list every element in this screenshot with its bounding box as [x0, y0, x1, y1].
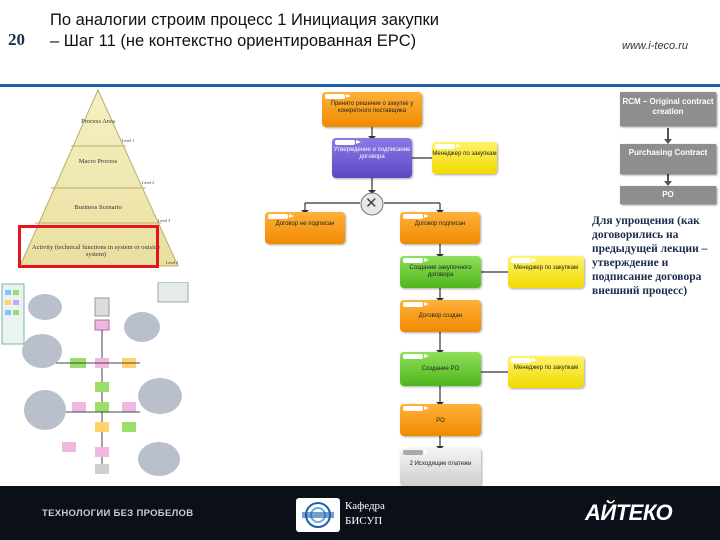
thumb-bubble-2: [22, 334, 62, 368]
xor-icon: ✕: [365, 195, 378, 212]
process-pyramid: Process Area Macro Process Business Scen…: [18, 88, 183, 273]
event-start-label: Принято решение о закупке у конкретного …: [330, 101, 414, 114]
university-logo-icon: [296, 498, 340, 532]
side-note: Для упрощения (как договорились на преды…: [592, 215, 708, 297]
footer-bar: [0, 486, 720, 540]
event-contract-signed-label: Договор подписан: [414, 221, 466, 227]
department-label: Кафедра БИСУП: [345, 500, 385, 527]
rcm-original-contract[interactable]: RCM – Original contract creation: [620, 92, 716, 126]
thumb-bubble-3: [124, 312, 160, 342]
event-contract-signed[interactable]: Договор подписан: [400, 212, 480, 244]
university-logo-shape: [296, 498, 340, 532]
thumb-bubble-4: [138, 378, 182, 414]
event-contract-created[interactable]: Договор создан: [400, 300, 481, 332]
rcm-stack: RCM – Original contract creation Purchas…: [620, 92, 720, 204]
rcm-purchasing-contract[interactable]: Purchasing Contract: [620, 144, 716, 174]
thumb-bubble-1: [28, 294, 62, 320]
footer-tagline: ТЕХНОЛОГИИ БЕЗ ПРОБЕЛОВ: [42, 508, 194, 519]
event-start[interactable]: Принято решение о закупке у конкретного …: [322, 92, 422, 127]
page-title: По аналогии строим процесс 1 Инициация з…: [50, 11, 439, 50]
role-manager-1-label: Менеджер по закупкам: [432, 151, 497, 157]
rcm-arrows: [664, 128, 672, 186]
function-approve-label: Утверждение и подписание договора: [333, 147, 411, 160]
pyramid-level-1: Process Area: [81, 118, 115, 125]
function-create-po-label: Создание PO: [421, 366, 460, 372]
role-manager-1[interactable]: Менеджер по закупкам: [432, 142, 497, 174]
function-create-po[interactable]: Создание PO: [400, 352, 481, 386]
thumb-bubble-6: [138, 442, 180, 476]
pyramid-level-4: Activity (technical functions in system …: [31, 244, 161, 258]
pyramid-level-2: Macro Process: [78, 158, 118, 165]
event-contract-not-signed[interactable]: Договор не подписан: [265, 212, 345, 244]
xor-connector-shape: [360, 192, 384, 216]
function-approve[interactable]: Утверждение и подписание договора: [332, 138, 412, 178]
xor-connector[interactable]: ✕: [360, 192, 384, 216]
role-manager-3[interactable]: Менеджер по закупкам: [508, 356, 584, 388]
site-url-link[interactable]: www.i-teco.ru: [622, 40, 689, 52]
event-contract-created-label: Договор создан: [418, 313, 463, 319]
rcm-po[interactable]: PO: [620, 186, 716, 204]
highlight-frame: [18, 225, 159, 268]
thumb-bubble-5: [24, 390, 66, 430]
pyramid-mark-2: Level 2: [142, 180, 155, 185]
thumbnail-epc-shapes: [1, 281, 189, 474]
brand-logo: АЙТЕКО: [585, 500, 673, 525]
slide-number: 20: [8, 30, 25, 49]
role-manager-2-label: Менеджер по закупкам: [513, 265, 579, 271]
pyramid-level-3: Business Scenario: [74, 204, 122, 211]
process-interface-payments-label: 2 Исходящие платежи: [409, 461, 472, 467]
event-po-label: PO: [436, 418, 445, 424]
function-create-contract-label: Создание закупочного договора: [409, 265, 472, 278]
pyramid-mark-4: Level 4: [166, 260, 179, 265]
role-manager-3-label: Менеджер по закупкам: [513, 365, 579, 371]
pyramid-mark-3: Level 3: [158, 218, 171, 223]
pyramid-mark-1: Level 1: [122, 138, 135, 143]
event-contract-not-signed-label: Договор не подписан: [275, 221, 335, 227]
process-interface-payments[interactable]: 2 Исходящие платежи: [400, 448, 481, 486]
event-po[interactable]: PO: [400, 404, 481, 436]
function-create-contract[interactable]: Создание закупочного договора: [400, 256, 481, 288]
header-divider: [0, 84, 720, 87]
role-manager-2[interactable]: Менеджер по закупкам: [508, 256, 584, 288]
thumbnail-epc-diagram: [0, 281, 192, 482]
